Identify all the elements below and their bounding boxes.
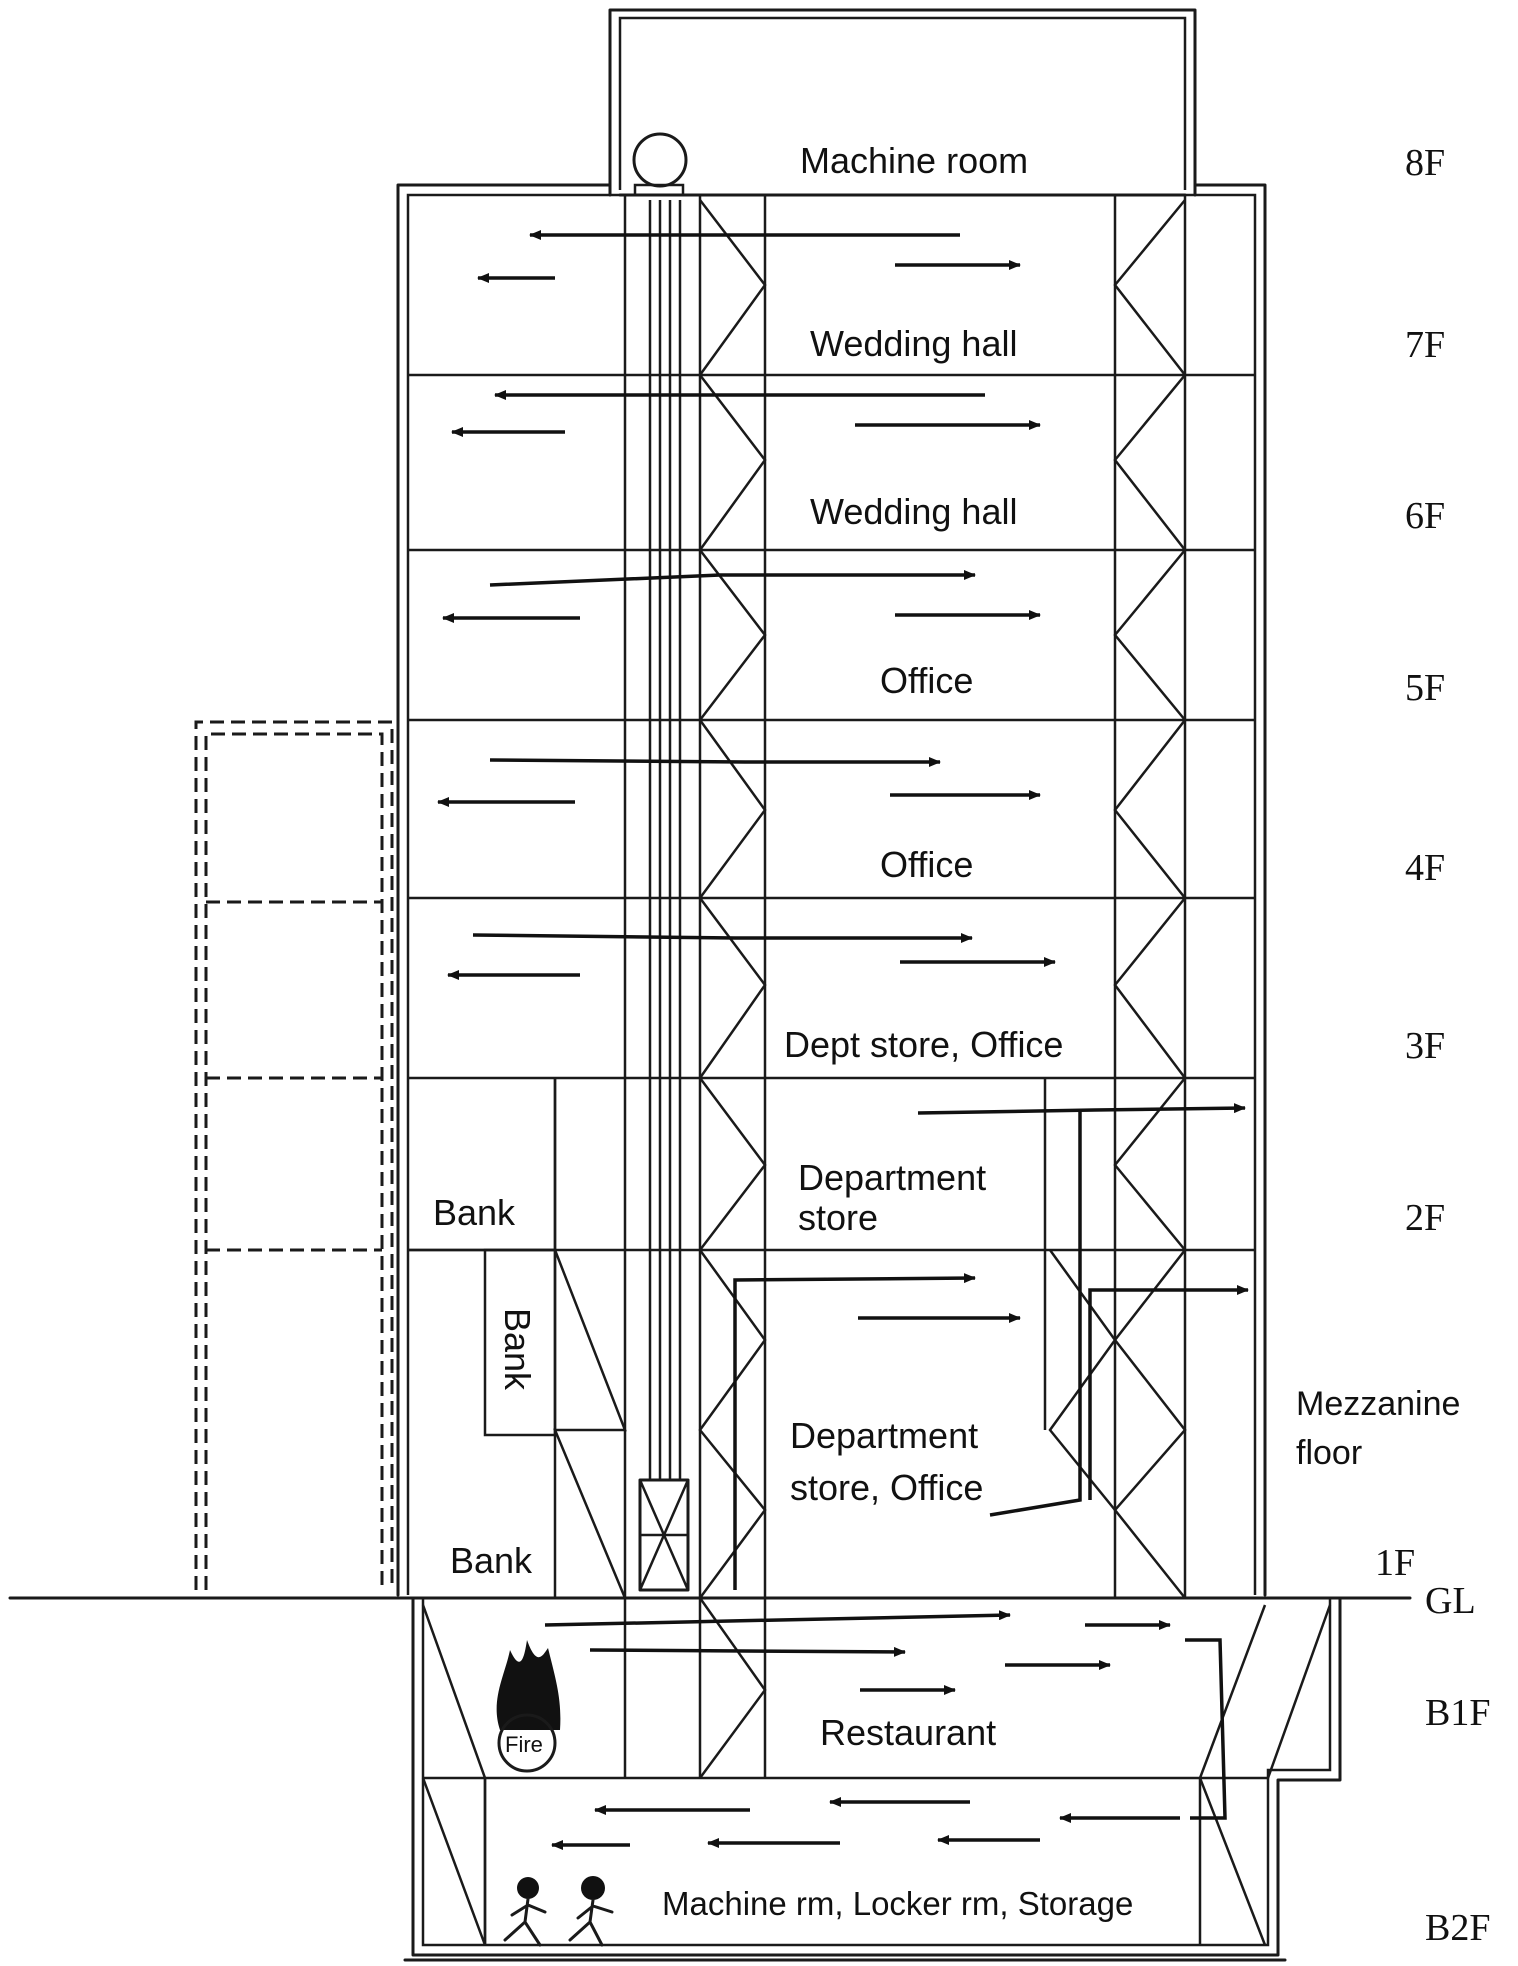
arrow-right-icon bbox=[917, 1103, 1246, 1115]
arrow-right-icon bbox=[1088, 1285, 1249, 1500]
person-running-icon bbox=[568, 1876, 614, 1947]
arrow-right-icon bbox=[589, 1646, 906, 1657]
floor-label-b2f: B2F bbox=[1425, 1907, 1490, 1949]
f2-use-label-line1: Department bbox=[798, 1157, 986, 1198]
building-outline bbox=[396, 8, 1267, 1597]
arrow-right-icon bbox=[472, 933, 973, 943]
floor-label-b1f: B1F bbox=[1425, 1692, 1490, 1734]
floor-labels: 8F 7F 6F 5F 4F 3F 2F 1F GL B1F B2F bbox=[1375, 142, 1490, 1949]
mezzanine-label-line1: Mezzanine bbox=[1296, 1385, 1460, 1423]
f1-use-label-line2: store, Office bbox=[790, 1467, 983, 1508]
adjacent-building bbox=[194, 720, 394, 1590]
f1-use-label-line1: Department bbox=[790, 1415, 978, 1456]
elevator-motor-icon bbox=[632, 132, 688, 197]
smoke-arrows bbox=[437, 230, 1249, 1850]
floor-label-8f: 8F bbox=[1405, 142, 1445, 184]
elevator-car-icon bbox=[638, 1478, 690, 1592]
bank-1f-label: Bank bbox=[450, 1540, 533, 1581]
east-stair bbox=[1113, 199, 1187, 1599]
f6-use-label: Wedding hall bbox=[810, 491, 1017, 532]
floor-label-3f: 3F bbox=[1405, 1025, 1445, 1067]
f2-use-label-line2: store bbox=[798, 1197, 878, 1238]
arrow-right-icon bbox=[544, 1610, 1011, 1627]
machine-room-label: Machine room bbox=[800, 140, 1028, 181]
f5-use-label: Office bbox=[880, 660, 973, 701]
floor-label-2f: 2F bbox=[1405, 1197, 1445, 1239]
basement-stair-east bbox=[1198, 1604, 1332, 1946]
floor-slabs bbox=[8, 373, 1412, 1962]
bank-2f-label: Bank bbox=[433, 1192, 516, 1233]
b2-use-label: Machine rm, Locker rm, Storage bbox=[662, 1885, 1133, 1922]
mezzanine-label-line2: floor bbox=[1296, 1434, 1362, 1472]
floor-label-7f: 7F bbox=[1405, 324, 1445, 366]
fire-icon bbox=[496, 1640, 561, 1773]
bank-stair bbox=[553, 1078, 627, 1599]
floor-label-6f: 6F bbox=[1405, 495, 1445, 537]
bank-mezz-label: Bank bbox=[497, 1308, 538, 1391]
main-stair bbox=[698, 199, 767, 1779]
f4-use-label: Office bbox=[880, 844, 973, 885]
b1-use-label: Restaurant bbox=[820, 1712, 996, 1753]
mezzanine-stair bbox=[1043, 1078, 1117, 1511]
arrow-right-icon bbox=[489, 757, 941, 767]
f7-use-label: Wedding hall bbox=[810, 323, 1017, 364]
floor-label-4f: 4F bbox=[1405, 847, 1445, 889]
arrow-right-icon bbox=[733, 1273, 976, 1590]
floor-label-5f: 5F bbox=[1405, 667, 1445, 709]
ground-level-label: GL bbox=[1425, 1580, 1476, 1622]
arrow-right-icon bbox=[489, 570, 976, 587]
f3-use-label: Dept store, Office bbox=[784, 1024, 1063, 1065]
fire-label: Fire bbox=[505, 1732, 543, 1757]
floor-label-1f: 1F bbox=[1375, 1542, 1415, 1584]
basement-stair-west bbox=[421, 1604, 487, 1946]
bank-rooms bbox=[408, 1078, 557, 1437]
person-running-icon bbox=[503, 1877, 547, 1947]
room-labels: Machine room Wedding hall Wedding hall O… bbox=[433, 140, 1460, 1922]
elevator-shaft bbox=[623, 195, 1187, 1778]
